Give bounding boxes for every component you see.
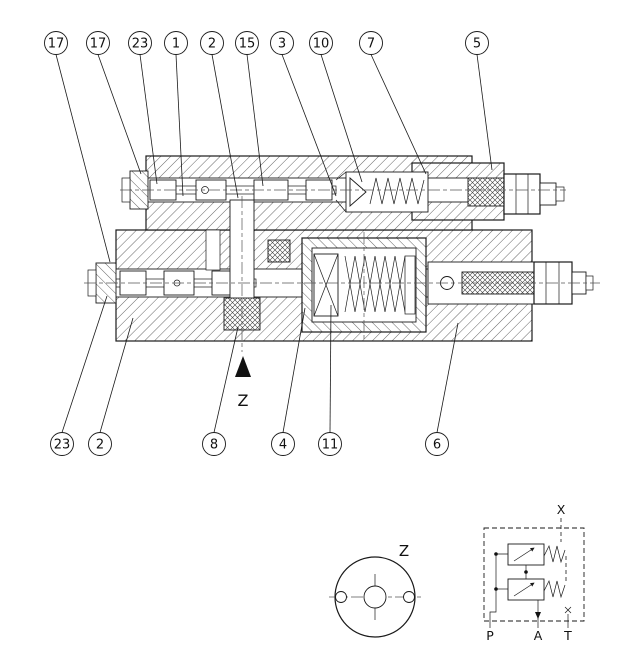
callout-8: 8 xyxy=(202,432,226,456)
leader-line xyxy=(370,54,427,175)
callout-label: 17 xyxy=(90,37,107,52)
callout-10: 10 xyxy=(309,31,333,55)
callout-23: 23 xyxy=(50,432,74,456)
callout-label: 2 xyxy=(208,37,216,52)
section-view-arrow: Z xyxy=(235,356,251,410)
leader-line xyxy=(139,54,158,185)
schematic-boundary xyxy=(483,527,585,622)
callout-label: 6 xyxy=(433,438,441,453)
spring-seat xyxy=(404,255,416,315)
flow-direction-icon xyxy=(535,612,541,619)
flow-arrow xyxy=(513,582,535,597)
pilot-spring xyxy=(369,177,425,205)
leader-line xyxy=(281,54,337,197)
junction-dot xyxy=(494,587,498,591)
upper-hex-plug xyxy=(503,173,565,215)
leader-line xyxy=(476,54,493,171)
callout-7: 7 xyxy=(359,31,383,55)
callout-2: 2 xyxy=(88,432,112,456)
callout-label: 8 xyxy=(210,438,218,453)
callout-17: 17 xyxy=(86,31,110,55)
leader-line xyxy=(211,54,239,199)
port-label-a: A xyxy=(534,628,543,643)
valve-cross-section xyxy=(84,155,600,352)
callout-label: 2 xyxy=(96,438,104,453)
callout-label: 7 xyxy=(367,37,375,52)
leader-line xyxy=(246,54,264,187)
callout-1: 1 xyxy=(164,31,188,55)
leader-line xyxy=(175,54,184,197)
leader-line xyxy=(55,54,111,263)
callout-17: 17 xyxy=(44,31,68,55)
detail-view-label: Z xyxy=(399,542,409,560)
section-arrow-icon xyxy=(235,356,251,377)
spring-symbol xyxy=(543,579,566,599)
seat-edge xyxy=(335,199,347,213)
right-bolt-hole xyxy=(403,591,415,603)
flow-arrow xyxy=(513,547,535,562)
port-label-x: X xyxy=(557,502,566,517)
valve-symbol-2 xyxy=(507,578,545,601)
callout-label: 15 xyxy=(239,37,256,52)
port-label-p: P xyxy=(486,628,494,643)
callout-label: 17 xyxy=(48,37,65,52)
valve-symbol-1 xyxy=(507,543,545,566)
leader-line xyxy=(329,304,332,433)
blocked-port-icon xyxy=(564,606,572,614)
seat-edge xyxy=(335,171,347,181)
callout-label: 11 xyxy=(322,438,339,453)
detail-view-z: Z xyxy=(329,542,421,638)
callout-label: 3 xyxy=(278,37,286,52)
leader-line xyxy=(282,307,306,433)
callout-11: 11 xyxy=(318,432,342,456)
pilot-poppet xyxy=(349,177,367,207)
hydraulic-schematic: X P A T xyxy=(483,502,585,643)
spring-symbol xyxy=(543,544,566,564)
filter-insert xyxy=(267,239,291,263)
callout-balloons-top: 17 17 23 1 2 15 3 10 xyxy=(44,31,489,55)
section-arrow-label: Z xyxy=(238,391,249,410)
callout-2: 2 xyxy=(200,31,224,55)
callout-6: 6 xyxy=(425,432,449,456)
callout-5: 5 xyxy=(465,31,489,55)
leader-line xyxy=(436,322,459,433)
vertical-drilling xyxy=(205,229,221,271)
callout-label: 23 xyxy=(132,37,149,52)
junction-dot xyxy=(524,570,528,574)
callout-label: 4 xyxy=(279,438,287,453)
callout-balloons-bottom: 23 2 8 4 11 6 xyxy=(50,432,449,456)
left-bolt-hole xyxy=(335,591,347,603)
callout-23: 23 xyxy=(128,31,152,55)
leader-line xyxy=(61,295,108,433)
leader-line xyxy=(213,326,239,433)
center-port xyxy=(363,585,387,609)
adjusting-screw xyxy=(467,177,505,207)
callout-3: 3 xyxy=(270,31,294,55)
callout-label: 5 xyxy=(473,37,481,52)
leader-line xyxy=(320,54,363,183)
leader-line xyxy=(97,54,142,175)
check-spring xyxy=(344,255,406,313)
junction-dot xyxy=(494,552,498,556)
callout-label: 1 xyxy=(172,37,180,52)
callout-label: 10 xyxy=(313,37,330,52)
leader-line xyxy=(99,317,134,433)
port-label-t: T xyxy=(563,628,572,643)
callout-label: 23 xyxy=(54,438,71,453)
callout-4: 4 xyxy=(271,432,295,456)
callout-15: 15 xyxy=(235,31,259,55)
pressure-line xyxy=(489,553,508,628)
leader-lines xyxy=(55,54,493,433)
